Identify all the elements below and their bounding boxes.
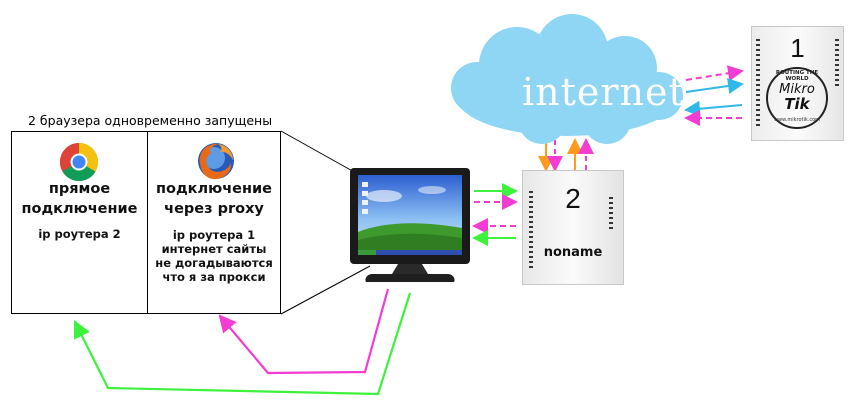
router-2-vent-right <box>609 197 613 229</box>
mikrotik-tagline: ROUTING THE WORLD <box>775 70 819 82</box>
internet-cloud <box>451 14 683 144</box>
cyan-arrow-to-router1 <box>685 78 744 94</box>
firefox-icon <box>198 143 234 180</box>
router-1-vent-left <box>756 39 760 129</box>
router-1-vent-right <box>835 39 839 89</box>
router-2-label: noname <box>543 245 603 260</box>
router-2-vent-left <box>529 191 533 269</box>
direct-title-2: подключение <box>21 201 138 217</box>
mikrotik-brand-1: Mikro <box>779 82 815 97</box>
zoom-line-top <box>280 130 357 174</box>
magenta-arrow-to-router1 <box>685 65 744 82</box>
mikrotik-logo <box>766 67 828 129</box>
proxy-title-1: подключение <box>155 181 273 197</box>
proxy-connection-panel: подключение через proxy ip роутера 1 инт… <box>147 131 281 314</box>
router-2: 2 noname <box>522 170 624 285</box>
direct-connection-panel: прямое подключение ip роутера 2 <box>11 131 148 314</box>
magenta-return-arrow <box>218 288 390 375</box>
proxy-title-2: через proxy <box>164 201 264 217</box>
proxy-note-1: ip роутера 1 <box>172 228 256 242</box>
mikrotik-site: www.mikrotik.com <box>773 117 821 123</box>
internet-label: internet <box>522 70 685 114</box>
zoom-line-bottom <box>280 265 371 315</box>
caption: 2 браузера одновременно запущены <box>28 113 273 128</box>
mikrotik-brand-2: Tik <box>784 95 810 113</box>
router-1-number: 1 <box>790 33 805 63</box>
green-return-arrow <box>74 292 412 396</box>
router-1: 1 ROUTING THE WORLD Mikro Tik www.mikrot… <box>751 26 844 141</box>
proxy-note-2: интернет сайты <box>161 242 267 256</box>
monitor-icon <box>350 168 470 282</box>
direct-title-1: прямое <box>48 181 111 197</box>
router-2-number: 2 <box>565 183 581 214</box>
proxy-note-3: не догадываются <box>155 256 273 270</box>
direct-note: ip роутера 2 <box>38 227 121 241</box>
chrome-icon <box>59 142 99 182</box>
proxy-note-4: что я за прокси <box>162 270 266 284</box>
cyan-arrow-from-router1 <box>684 100 743 117</box>
